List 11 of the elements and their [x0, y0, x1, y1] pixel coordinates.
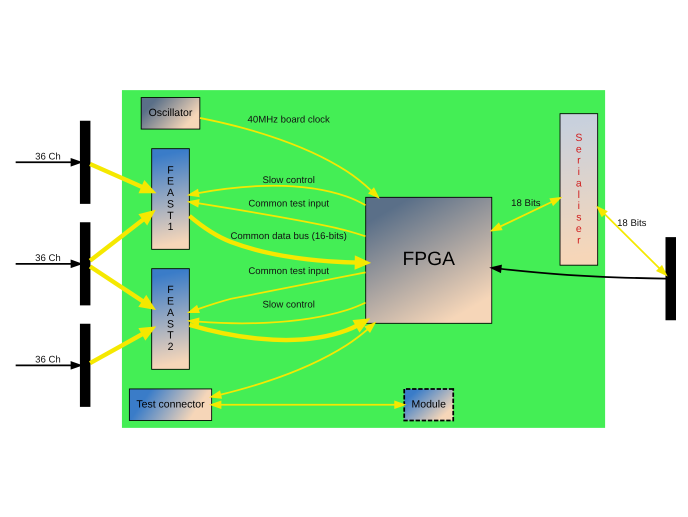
- edge-label: Common test input: [248, 266, 330, 277]
- edge-label: 36 Ch: [35, 354, 61, 366]
- edge-label: Common data bus (16-bits): [230, 230, 347, 242]
- edge-label: Slow control: [262, 298, 315, 310]
- edge-label: Common test input: [248, 198, 330, 210]
- edge-label: 18 Bits: [511, 197, 541, 208]
- edge-label: 40MHz board clock: [248, 114, 330, 126]
- edge-label: Slow control: [262, 174, 315, 186]
- edge-label: 36 Ch: [35, 252, 61, 264]
- edge-label: 36 Ch: [35, 150, 61, 162]
- edge-label: 18 Bits: [617, 218, 646, 228]
